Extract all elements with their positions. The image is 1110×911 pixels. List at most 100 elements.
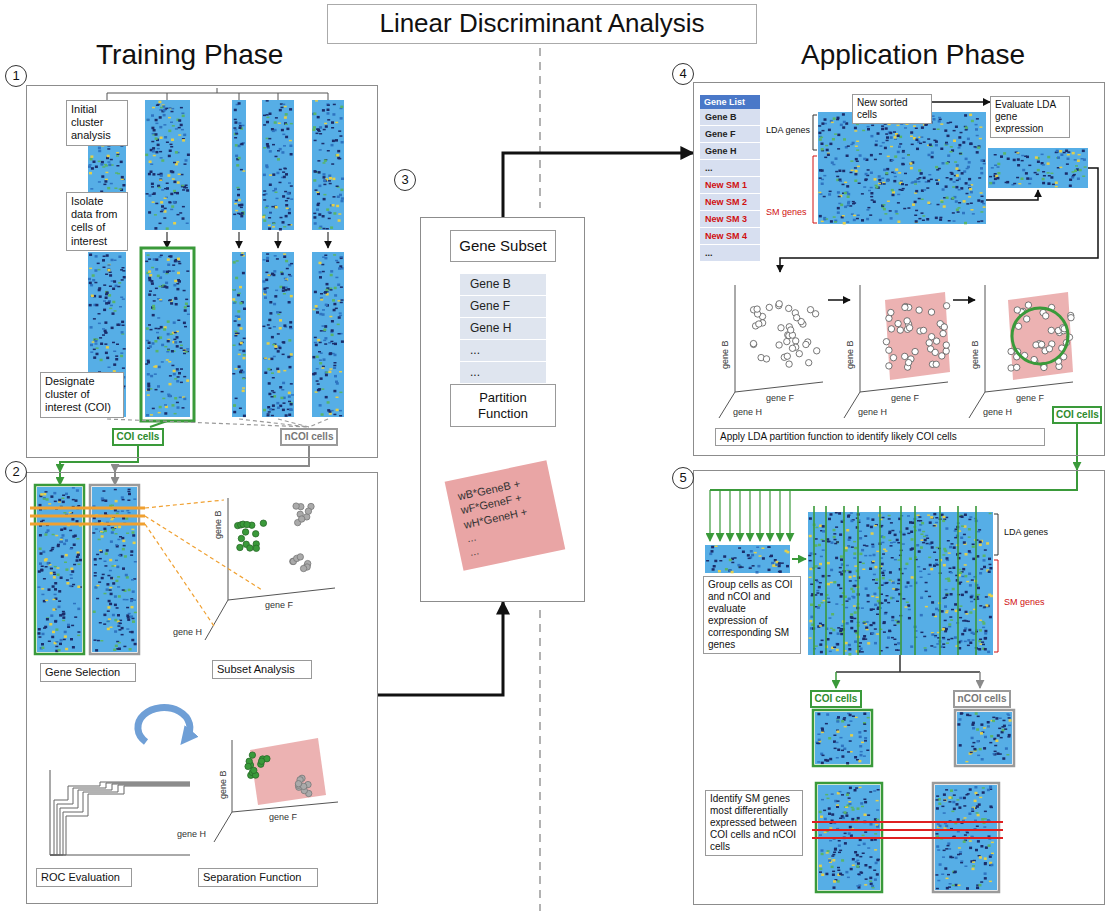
heatmap-cell xyxy=(152,150,155,153)
heatmap-cell xyxy=(319,362,322,365)
heatmap-cell xyxy=(65,568,68,571)
heatmap-cell xyxy=(278,123,281,125)
heatmap-cell xyxy=(161,361,164,363)
heatmap-cell xyxy=(104,343,107,345)
heatmap-cell xyxy=(90,155,93,158)
heatmap-cell xyxy=(847,201,850,203)
heatmap-cell xyxy=(269,312,272,315)
heatmap-cell xyxy=(840,204,843,207)
heatmap-cell xyxy=(126,510,129,512)
heatmap-cell xyxy=(239,349,242,351)
heatmap-cell xyxy=(114,188,117,190)
heatmap-cell xyxy=(341,197,344,200)
heatmap-cell xyxy=(46,498,49,501)
heatmap-cell xyxy=(879,219,882,222)
heatmap-cell xyxy=(155,133,158,136)
heatmap-cell xyxy=(315,189,318,191)
heatmap-cell xyxy=(274,255,277,257)
heatmap-cell xyxy=(329,368,332,370)
heatmap-cell xyxy=(96,585,99,587)
heatmap-cell xyxy=(102,259,105,262)
heatmap-cell xyxy=(273,356,276,358)
heatmap-cell xyxy=(76,538,79,540)
heatmap-cell xyxy=(147,360,150,362)
heatmap-cell xyxy=(316,311,319,314)
heatmap-cell xyxy=(164,136,167,139)
heatmap-cell xyxy=(121,279,124,281)
heatmap-cell xyxy=(329,183,332,185)
heatmap-cell xyxy=(115,544,118,546)
heatmap-cell xyxy=(57,567,60,569)
separation-plane xyxy=(1008,292,1073,380)
heatmap-cell xyxy=(970,191,973,194)
heatmap-cell xyxy=(334,287,337,290)
heatmap-cell xyxy=(46,618,49,621)
heatmap-cell xyxy=(269,301,272,304)
heatmap-cell xyxy=(161,344,164,347)
heatmap-cell xyxy=(940,148,943,151)
heatmap-cell xyxy=(328,342,331,344)
heatmap-cell xyxy=(98,313,101,315)
heatmap-cell xyxy=(268,274,271,276)
heatmap-cell xyxy=(150,164,153,166)
heatmap-cell xyxy=(70,638,73,641)
heatmap-cell xyxy=(907,207,910,209)
heatmap-cell xyxy=(829,191,832,193)
heatmap-cell xyxy=(175,128,178,130)
heatmap-cell xyxy=(242,378,245,380)
heatmap-cell xyxy=(238,365,241,368)
heatmap-cell xyxy=(167,320,170,323)
heatmap-cell xyxy=(915,210,918,212)
heatmap-cell xyxy=(867,126,870,128)
heatmap-cell xyxy=(155,288,158,290)
heatmap-cell xyxy=(316,308,319,310)
heatmap-cell xyxy=(861,193,864,195)
heatmap-cell xyxy=(277,407,280,410)
heatmap-cell xyxy=(338,130,341,132)
heatmap-cell xyxy=(43,497,46,500)
heatmap-cell xyxy=(243,354,246,356)
heatmap-cell xyxy=(271,273,274,276)
heatmap-cell xyxy=(179,397,182,399)
heatmap-cell xyxy=(67,624,70,627)
heatmap-cell xyxy=(275,346,278,348)
heatmap-cell xyxy=(92,532,95,534)
heatmap-cell xyxy=(151,267,154,269)
heatmap-cell xyxy=(129,648,132,651)
heatmap-cell xyxy=(90,351,93,353)
heatmap-cell xyxy=(883,204,886,206)
heatmap-cell xyxy=(331,329,334,332)
heatmap-cell xyxy=(108,367,111,369)
heatmap-cell xyxy=(239,213,242,215)
heatmap-cell xyxy=(121,634,124,636)
heatmap-cell xyxy=(234,320,237,322)
heatmap-cell xyxy=(982,203,985,205)
heatmap-cell xyxy=(233,302,236,304)
heatmap-cell xyxy=(341,178,344,181)
heatmap-cell xyxy=(918,177,921,179)
heatmap-cell xyxy=(163,270,166,273)
heatmap-cell xyxy=(963,200,966,203)
heatmap-cell xyxy=(237,333,240,335)
heatmap-cell xyxy=(112,301,115,304)
heatmap-cell xyxy=(316,208,319,211)
heatmap-cell xyxy=(232,373,235,375)
heatmap-cell xyxy=(45,600,48,602)
heatmap-cell xyxy=(978,177,981,179)
heatmap xyxy=(312,100,344,230)
heatmap-cell xyxy=(282,341,285,343)
heatmap-cell xyxy=(340,189,343,192)
heatmap-cell xyxy=(314,171,317,173)
heatmap-cell xyxy=(821,148,824,151)
heatmap-cell xyxy=(939,217,942,219)
heatmap-cell xyxy=(102,166,105,168)
heatmap-cell xyxy=(94,340,97,343)
heatmap-cell xyxy=(242,350,245,353)
heatmap-cell xyxy=(314,291,317,294)
heatmap xyxy=(92,487,137,652)
heatmap-cell xyxy=(262,280,265,283)
heatmap-cell xyxy=(180,345,183,347)
heatmap-cell xyxy=(313,113,316,116)
heatmap-cell xyxy=(185,351,188,353)
heatmap-cell xyxy=(324,337,327,340)
